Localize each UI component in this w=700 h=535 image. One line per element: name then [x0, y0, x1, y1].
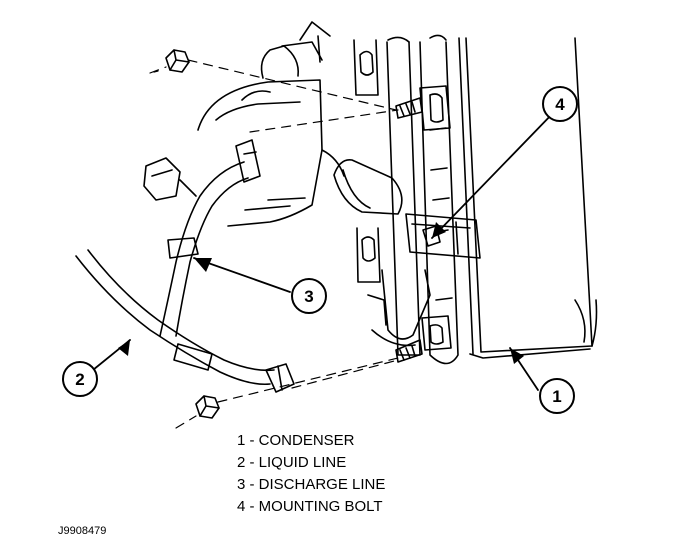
discharge-line — [143, 139, 261, 337]
upper-mounting-bolt — [395, 85, 451, 131]
legend-item-liquid-line: 2 - LIQUID LINE — [237, 454, 347, 471]
parts-legend: 1 - CONDENSER 2 - LIQUID LINE 3 - DISCHA… — [237, 430, 497, 518]
legend-item-mounting-bolt: 4 - MOUNTING BOLT — [237, 498, 383, 515]
callout-3-number: 3 — [304, 287, 313, 306]
callout-3: 3 — [291, 278, 327, 314]
upper-nut — [165, 49, 190, 73]
alignment-lines — [149, 59, 399, 429]
liquid-line — [75, 249, 295, 393]
arrowhead-2 — [118, 340, 130, 356]
callout-1: 1 — [539, 378, 575, 414]
callout-4: 4 — [542, 86, 578, 122]
condenser — [333, 34, 598, 365]
callout-4-number: 4 — [555, 95, 565, 114]
legend-item-discharge-line: 3 - DISCHARGE LINE — [237, 476, 386, 493]
body-structure — [197, 21, 345, 227]
lower-nut — [195, 395, 220, 419]
arrowhead-4 — [432, 222, 446, 238]
arrowhead-3 — [194, 258, 212, 272]
callout-1-number: 1 — [552, 387, 561, 406]
legend-item-condenser: 1 - CONDENSER — [237, 432, 355, 449]
callout-2: 2 — [62, 361, 98, 397]
figure-code: J9908479 — [58, 525, 107, 535]
callout-2-number: 2 — [75, 370, 84, 389]
arrowhead-1 — [510, 348, 524, 364]
